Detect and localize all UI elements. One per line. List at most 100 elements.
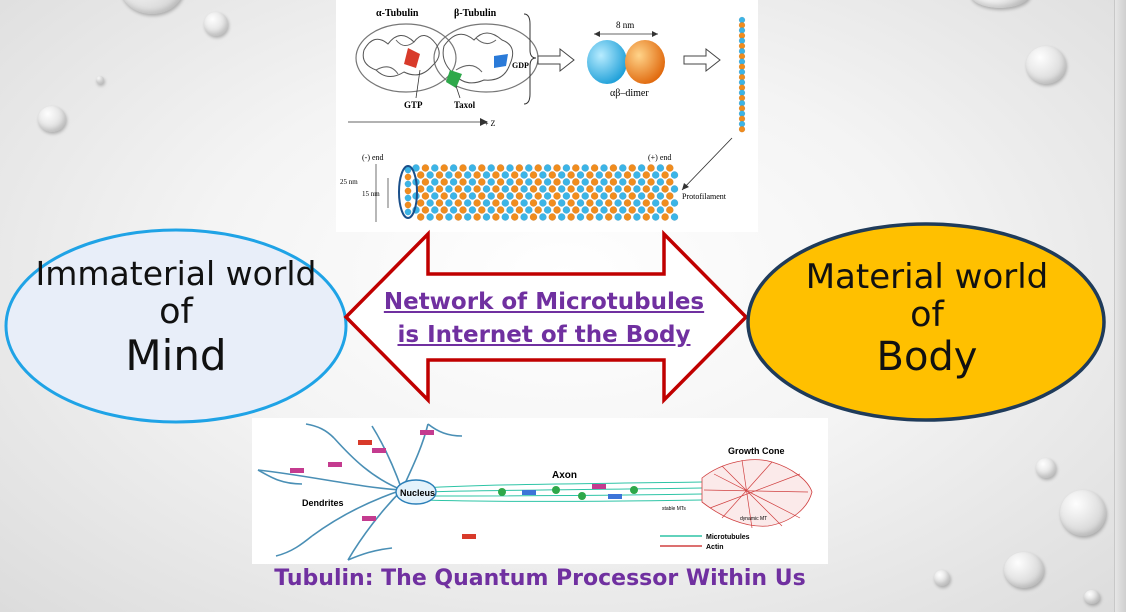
tubulin-monomer bbox=[571, 192, 580, 200]
tubulin-monomer bbox=[473, 213, 481, 221]
tubulin-monomer bbox=[449, 164, 458, 172]
tubulin-monomer bbox=[524, 164, 533, 172]
tubulin-monomer bbox=[468, 164, 477, 172]
tubulin-monomer bbox=[440, 178, 448, 186]
dimer-label: αβ–dimer bbox=[610, 88, 649, 99]
tubulin-monomer bbox=[463, 213, 472, 221]
tubulin-monomer bbox=[426, 171, 434, 179]
tubulin-monomer bbox=[647, 206, 655, 214]
tubulin-monomer bbox=[665, 178, 674, 186]
tubulin-monomer bbox=[440, 164, 448, 172]
dimension-8nm-label: 8 nm bbox=[616, 20, 634, 30]
tubulin-monomer bbox=[609, 192, 618, 200]
tubulin-monomer bbox=[595, 213, 604, 221]
tubulin-monomer bbox=[440, 192, 448, 200]
tubulin-monomer bbox=[539, 199, 547, 207]
outer-diameter-label: 25 nm bbox=[340, 178, 358, 186]
tubulin-monomer bbox=[524, 206, 533, 214]
water-drop-decoration bbox=[96, 76, 104, 84]
tubulin-monomer bbox=[477, 164, 486, 172]
tubulin-monomer bbox=[670, 185, 679, 193]
protein-markers bbox=[290, 430, 638, 539]
gtp-label: GTP bbox=[404, 100, 423, 110]
tubulin-monomer bbox=[567, 171, 575, 179]
tubulin-monomer bbox=[623, 213, 632, 221]
tubulin-monomer bbox=[609, 206, 618, 214]
tubulin-monomer bbox=[618, 178, 627, 186]
tubulin-monomer bbox=[459, 206, 467, 214]
tubulin-monomer bbox=[496, 206, 505, 214]
tubulin-monomer bbox=[562, 192, 571, 200]
tubulin-monomer bbox=[477, 178, 486, 186]
tubulin-monomer bbox=[510, 213, 519, 221]
tubulin-monomer bbox=[651, 171, 660, 179]
tubulin-monomer bbox=[426, 199, 434, 207]
tubulin-monomer bbox=[548, 199, 557, 207]
tubulin-monomer bbox=[463, 199, 472, 207]
tubulin-monomer bbox=[501, 199, 510, 207]
water-drop-decoration bbox=[1060, 490, 1106, 536]
tubulin-monomer bbox=[449, 206, 458, 214]
tubulin-monomer bbox=[661, 199, 669, 207]
network-line1: Network of Microtubules bbox=[383, 289, 705, 315]
tubulin-monomer bbox=[435, 199, 444, 207]
tubulin-monomer bbox=[487, 164, 495, 172]
tubulin-monomer bbox=[468, 192, 477, 200]
tubulin-monomer bbox=[473, 199, 481, 207]
tubulin-monomer bbox=[534, 178, 542, 186]
tubulin-monomer bbox=[670, 171, 679, 179]
tubulin-monomer bbox=[445, 199, 453, 207]
tubulin-monomer bbox=[496, 178, 505, 186]
tubulin-monomer bbox=[557, 213, 566, 221]
taxol-label: Taxol bbox=[454, 100, 476, 110]
tubulin-monomer bbox=[404, 173, 412, 181]
tubulin-monomer bbox=[623, 171, 632, 179]
tubulin-monomer bbox=[576, 199, 585, 207]
tubulin-monomer bbox=[459, 192, 467, 200]
tubulin-monomer bbox=[738, 125, 746, 133]
network-text: Network of Microtubules is Internet of t… bbox=[356, 286, 732, 353]
immaterial-line2: of bbox=[159, 291, 193, 332]
tubulin-monomer bbox=[557, 171, 566, 179]
tubulin-monomer bbox=[482, 185, 491, 193]
tubulin-monomer bbox=[553, 192, 561, 200]
tubulin-structure-diagram: α-Tubulin β-Tubulin GTP Taxol GDP + Z 8 … bbox=[340, 8, 746, 222]
tubulin-monomer bbox=[515, 178, 524, 186]
minus-end-label: (-) end bbox=[362, 153, 384, 162]
tubulin-monomer bbox=[637, 206, 646, 214]
tubulin-monomer bbox=[459, 178, 467, 186]
water-drop-decoration bbox=[120, 0, 184, 14]
tubulin-monomer bbox=[421, 178, 430, 186]
tubulin-monomer bbox=[454, 199, 463, 207]
water-drop-decoration bbox=[1036, 458, 1056, 478]
tubulin-monomer bbox=[628, 192, 637, 200]
tubulin-monomer bbox=[539, 171, 547, 179]
tubulin-monomer bbox=[665, 206, 674, 214]
tubulin-monomer bbox=[431, 206, 439, 214]
dynamic-mt-label: dynamic MT bbox=[740, 516, 767, 522]
tubulin-monomer bbox=[567, 213, 575, 221]
tubulin-monomer bbox=[623, 199, 632, 207]
tubulin-monomer bbox=[543, 178, 552, 186]
tubulin-monomer bbox=[473, 171, 481, 179]
tubulin-monomer bbox=[496, 164, 505, 172]
tubulin-monomer bbox=[529, 185, 538, 193]
tubulin-monomer bbox=[670, 199, 679, 207]
immaterial-world-text: Immaterial world of Mind bbox=[6, 255, 346, 379]
tubulin-monomer bbox=[459, 164, 467, 172]
tubulin-monomer bbox=[604, 171, 613, 179]
tubulin-monomer bbox=[421, 192, 430, 200]
tubulin-monomer bbox=[416, 213, 425, 221]
tubulin-monomer bbox=[492, 213, 500, 221]
water-drop-decoration bbox=[1084, 590, 1100, 604]
tubulin-protein-structure bbox=[355, 23, 539, 93]
gdp-label: GDP bbox=[512, 61, 529, 70]
water-drop-decoration bbox=[1026, 46, 1066, 84]
tubulin-monomer bbox=[506, 192, 514, 200]
tubulin-monomer bbox=[426, 185, 434, 193]
tubulin-monomer bbox=[656, 164, 665, 172]
microtubule-lattice bbox=[404, 164, 679, 221]
tubulin-monomer bbox=[656, 206, 665, 214]
tubulin-monomer bbox=[600, 178, 608, 186]
tubulin-monomer bbox=[581, 178, 589, 186]
